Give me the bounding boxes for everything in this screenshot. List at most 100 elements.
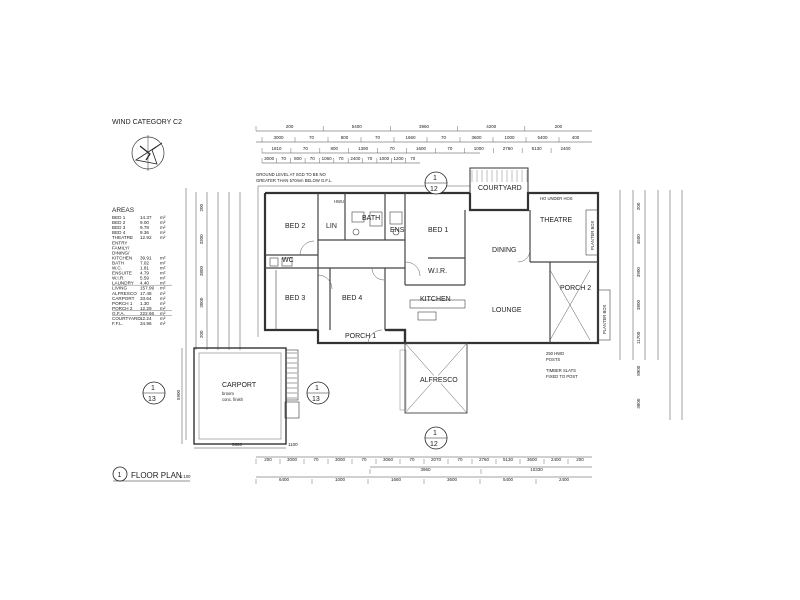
area-row-value: 1.30	[140, 301, 149, 306]
courtyard: COURTYARD	[469, 167, 529, 211]
fixtures	[269, 211, 466, 330]
area-row-unit: m²	[160, 235, 166, 240]
dimension-value: 70	[361, 457, 367, 462]
dimension-value: 3000	[335, 457, 346, 462]
dimension-value: 3600	[447, 477, 458, 482]
dimension-value: 200	[199, 204, 204, 212]
wind-category-label: WIND CATEGORY C2	[112, 119, 182, 126]
dimension-value: 400	[572, 135, 580, 140]
room-bed4: BED 4	[342, 295, 362, 302]
north-arrow-icon	[131, 135, 165, 171]
dimension-value: 3600	[471, 135, 482, 140]
title-label: FLOOR PLAN	[131, 471, 182, 480]
dimension-value: 3000	[199, 297, 204, 308]
dimension-value: 1390	[358, 146, 369, 151]
bottom-dimension-lines	[256, 456, 592, 478]
dimension-value: 200	[264, 457, 272, 462]
room-porch1: PORCH 1	[345, 333, 376, 340]
dimension-value: 1200	[393, 156, 404, 161]
house-outline	[257, 185, 600, 345]
area-row-value: 17.48	[140, 291, 152, 296]
area-row-value: 33.64	[140, 296, 152, 301]
area-row-value: 9.78	[140, 225, 149, 230]
area-row-value: 12.24	[140, 316, 152, 321]
area-row-name: FAMILY/	[112, 245, 130, 250]
dimension-value: 1600	[416, 146, 427, 151]
note-posts-2: POSTS	[546, 357, 560, 362]
dimension-value: 800	[341, 135, 349, 140]
area-row-value: 222.66	[140, 311, 154, 316]
area-row-value: 39.91	[140, 255, 152, 260]
area-row-unit: m²	[160, 316, 166, 321]
dimension-value: 2400	[551, 457, 562, 462]
area-row-value: 12.29	[140, 306, 152, 311]
dimension-value: 5400	[503, 477, 514, 482]
drawing-title: 1 FLOOR PLAN 1:100	[112, 466, 191, 482]
area-row-unit: m²	[160, 301, 166, 306]
dimension-value: 70	[410, 156, 416, 161]
area-row-value: 34.96	[140, 321, 152, 326]
dimension-value: 2760	[503, 146, 514, 151]
area-row-value: 14.37	[140, 215, 152, 220]
dimension-value: 70	[313, 457, 319, 462]
area-row-unit: m²	[160, 230, 166, 235]
dimension-value: 4500	[636, 234, 641, 245]
dimension-value: 2070	[431, 457, 442, 462]
dimension-value: 3300	[199, 234, 204, 245]
dimension-value: 1660	[405, 135, 416, 140]
room-wc: WC	[282, 257, 294, 264]
dimension-value: 200	[636, 202, 641, 210]
dimension-value: 800	[294, 156, 302, 161]
dimension-value: 70	[390, 146, 396, 151]
area-row-unit: m²	[160, 306, 166, 311]
area-row-value: 1.81	[140, 266, 149, 271]
area-row-unit: m²	[160, 321, 166, 326]
dimension-value: 3960	[419, 124, 430, 129]
alfresco: ALFRESCO ALFRESCO	[399, 342, 468, 414]
area-row-unit: m²	[160, 311, 166, 316]
carport-note-2: conc. finish	[222, 397, 244, 402]
area-row-unit: m²	[160, 266, 166, 271]
dimension-value: 11700	[636, 331, 641, 344]
area-row-unit: m²	[160, 225, 166, 230]
dimension-value: 2400	[559, 477, 570, 482]
dimension-value: 200	[555, 124, 563, 129]
room-theatre: THEATRE	[540, 217, 572, 224]
room-bed1: BED 1	[428, 227, 448, 234]
area-row-name: BED 1	[112, 215, 126, 220]
right-dimension-lines	[619, 190, 683, 420]
dimension-value: 10330	[530, 467, 543, 472]
dimension-value: 1660	[391, 477, 402, 482]
area-row-name: LAUNDRY	[112, 281, 134, 286]
dimension-value: 8900	[636, 365, 641, 376]
area-row-name: W.I.R.	[112, 276, 125, 281]
dimension-value: 1060	[322, 156, 333, 161]
dimension-value: 3800	[636, 398, 641, 409]
room-wir: W.I.R.	[428, 268, 447, 275]
carport-note-1: broom	[222, 391, 234, 396]
room-dining: DINING	[492, 247, 517, 254]
dimension-value: 200	[286, 124, 294, 129]
dimension-value: 70	[375, 135, 381, 140]
section-marker-bottom: 1 12	[424, 426, 448, 450]
room-ens: ENS	[390, 227, 405, 234]
dimension-value: 3900	[636, 267, 641, 278]
area-row-name: ALFRESCO	[112, 291, 137, 296]
area-row-name: THEATRE	[112, 235, 133, 240]
room-lounge: LOUNGE	[492, 307, 522, 314]
area-row-name: PORCH 1	[112, 301, 133, 306]
planter-boxes: PLANTER BOX PLANTER BOX	[585, 209, 611, 341]
dimension-value: 200	[576, 457, 584, 462]
dimension-value: 5130	[532, 146, 543, 151]
hwu-label: HWU	[334, 199, 344, 204]
area-row-name: PORCH 2	[112, 306, 133, 311]
room-labels: BED 2 BED 3 BED 4 BED 1 LIN BATH ENS WC …	[282, 199, 591, 340]
room-lin: LIN	[326, 223, 337, 230]
dimension-value: 1810	[271, 146, 282, 151]
room-bed3: BED 3	[285, 295, 305, 302]
dimension-value: 1000	[474, 146, 485, 151]
